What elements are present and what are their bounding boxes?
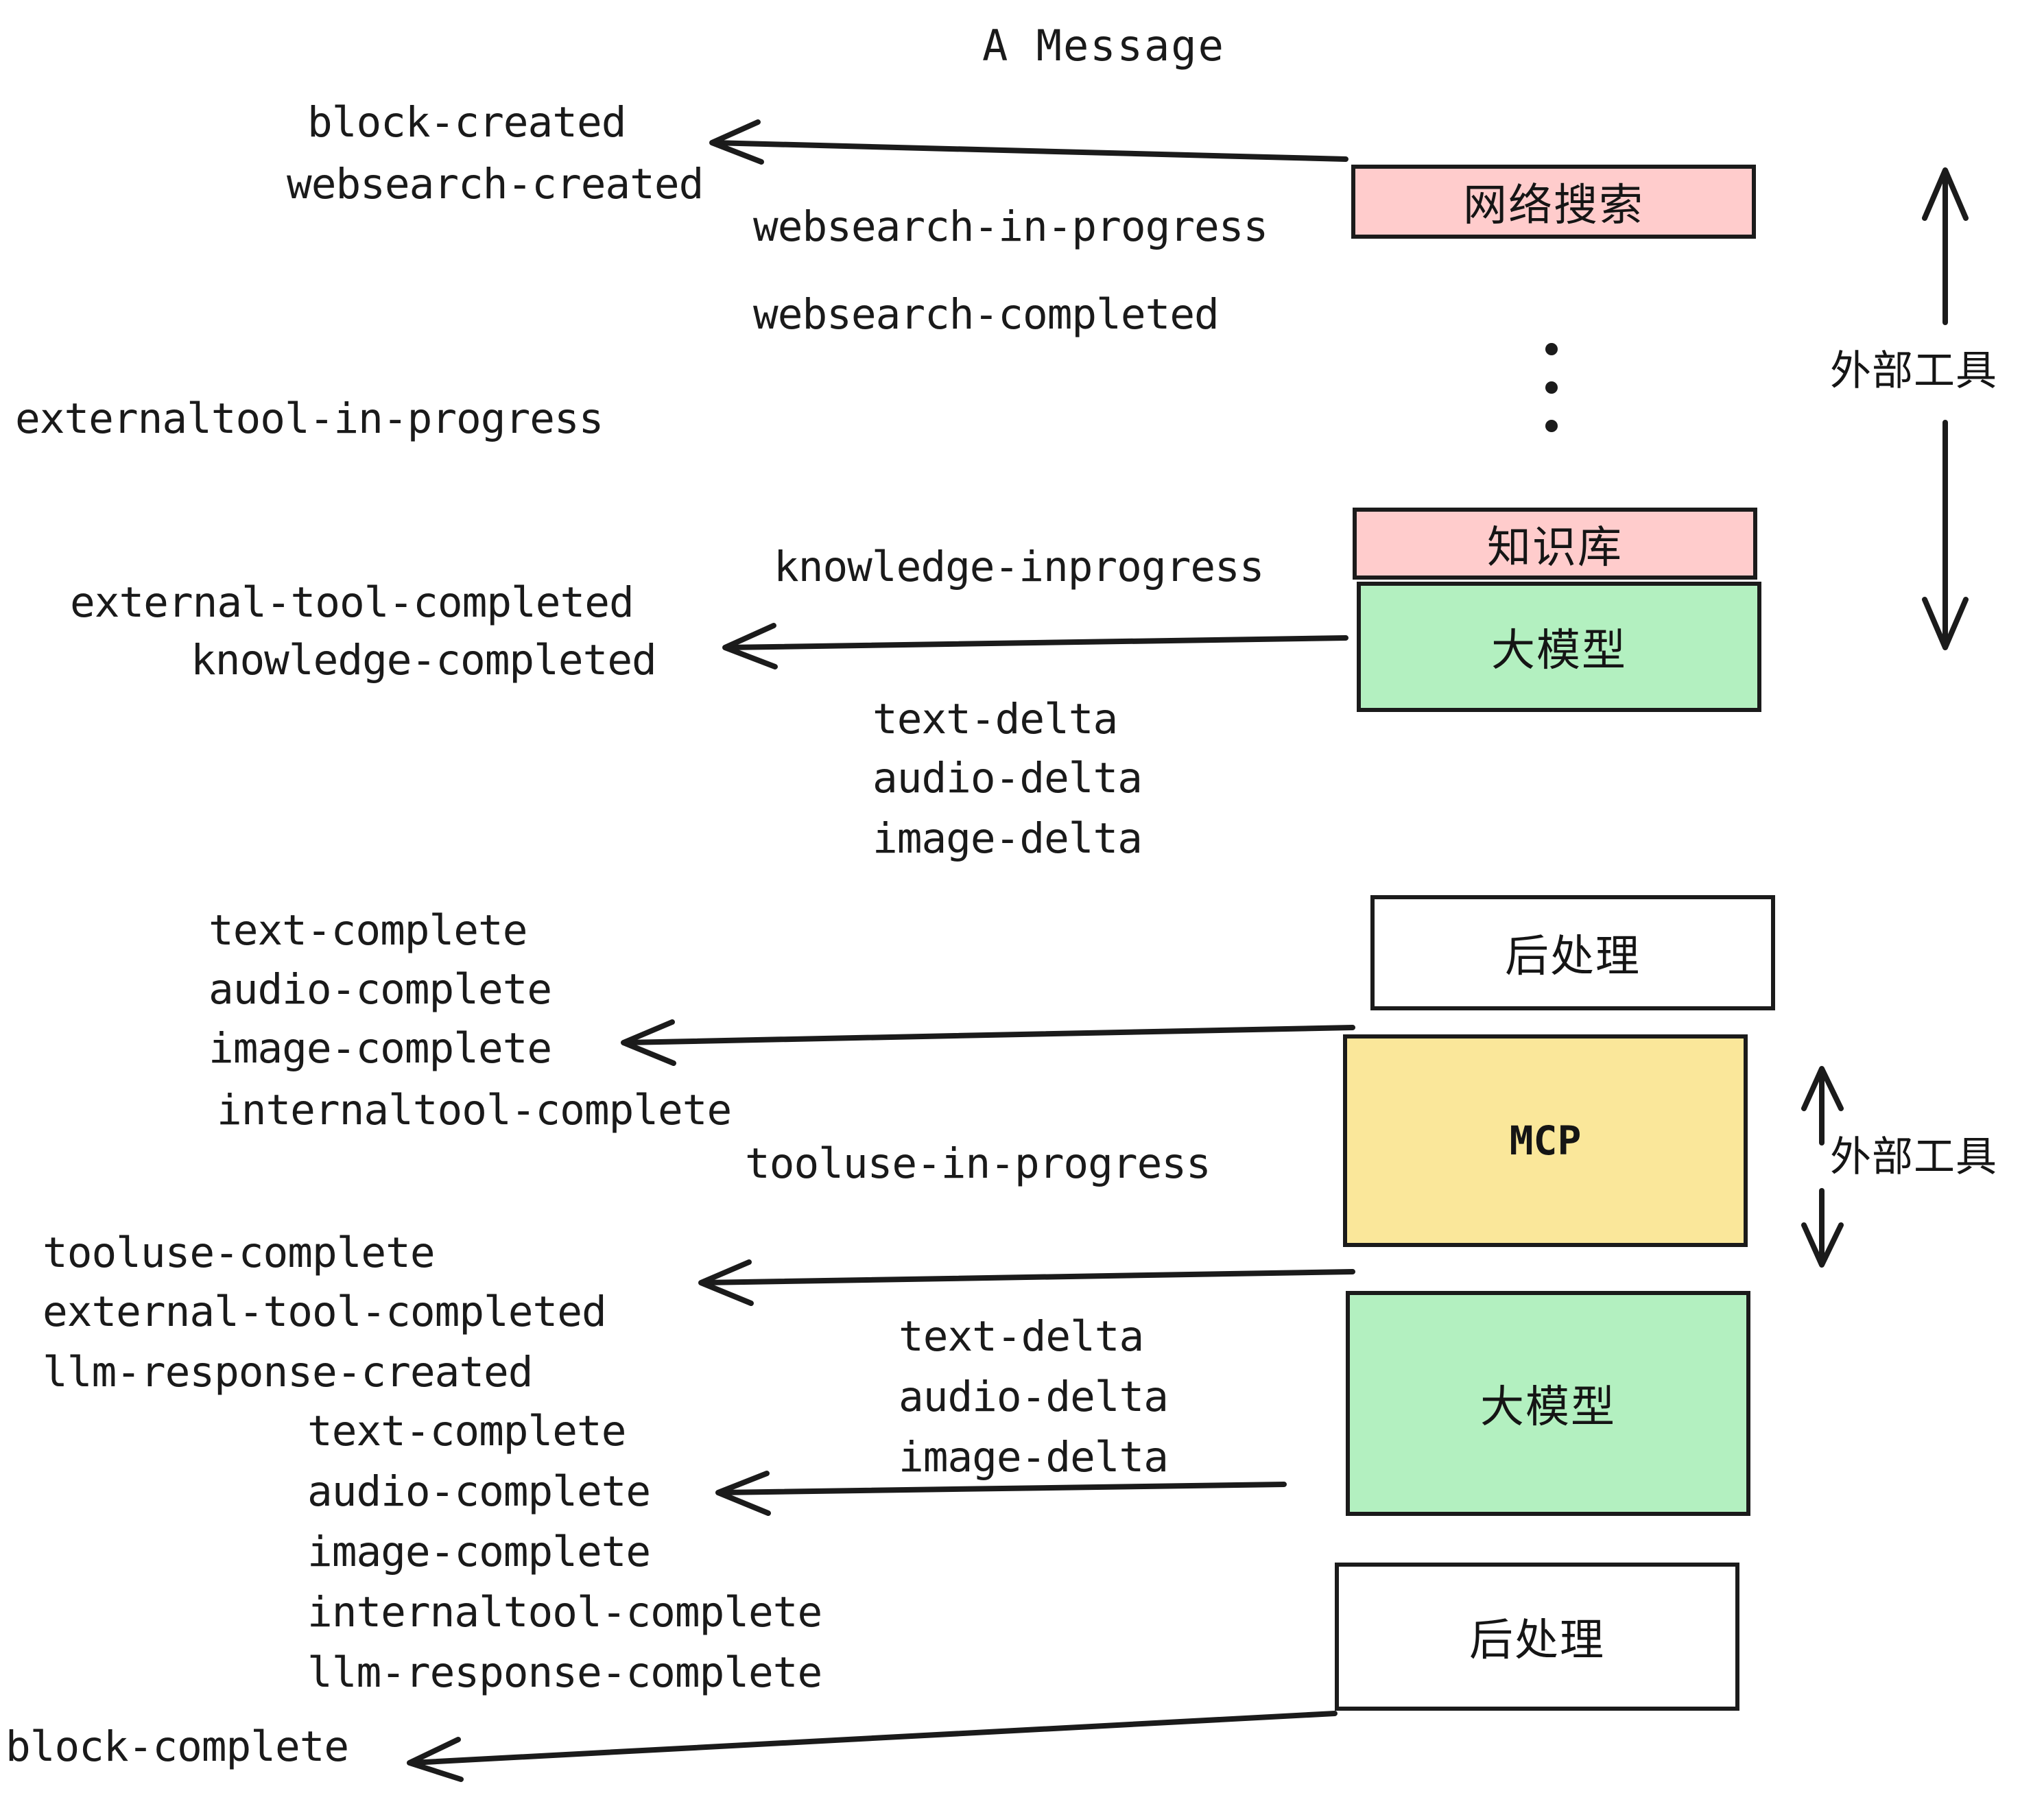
box-label: 大模型 — [1491, 626, 1627, 676]
box-label: 知识库 — [1487, 522, 1623, 573]
box-websearch[interactable]: 网络搜索 — [1351, 165, 1756, 239]
event-label-audio-complete-2: audio-complete — [307, 1467, 651, 1516]
event-label-image-complete-1: image-complete — [209, 1024, 552, 1073]
arrow-postprocess2-to-block-complete — [407, 1711, 1338, 1782]
event-label-text-complete-2: text-complete — [307, 1407, 626, 1456]
event-label-text-complete-1: text-complete — [209, 906, 527, 955]
event-label-internaltool-complete-1: internaltool-complete — [217, 1086, 732, 1135]
event-label-audio-complete-1: audio-complete — [209, 965, 552, 1014]
event-label-llm-response-complete: llm-response-complete — [307, 1648, 822, 1697]
event-label-websearch-completed: websearch-completed — [753, 290, 1220, 339]
event-label-tooluse-in-progress: tooluse-in-progress — [745, 1139, 1211, 1188]
ellipsis-dot — [1545, 420, 1558, 432]
event-label-image-delta-1: image-delta — [872, 814, 1143, 863]
ellipsis-dot — [1545, 343, 1558, 355]
event-label-text-delta-1: text-delta — [872, 695, 1118, 744]
vertical-ellipsis — [1545, 343, 1558, 432]
event-label-image-delta-2: image-delta — [899, 1433, 1169, 1482]
event-label-text-delta-2: text-delta — [899, 1312, 1144, 1361]
arrow-knowledge-to-completed — [722, 623, 1348, 669]
event-label-external-tool-completed-1: external-tool-completed — [70, 578, 634, 627]
event-label-externaltool-in-progress: externaltool-in-progress — [15, 394, 604, 443]
box-label: 网络搜索 — [1463, 180, 1644, 231]
event-label-knowledge-inprogress: knowledge-inprogress — [774, 543, 1265, 591]
arrow-postprocess1-to-image-complete — [621, 1019, 1355, 1066]
box-label: 后处理 — [1469, 1615, 1605, 1666]
box-mcp[interactable]: MCP — [1343, 1034, 1748, 1247]
event-label-knowledge-completed: knowledge-completed — [191, 636, 657, 685]
box-llm-1[interactable]: 大模型 — [1357, 582, 1761, 712]
box-postprocess-2[interactable]: 后处理 — [1335, 1563, 1739, 1711]
event-label-image-complete-2: image-complete — [307, 1528, 651, 1576]
ellipsis-dot — [1545, 381, 1558, 394]
side-label-external-tools-top: 外部工具 — [1830, 347, 1997, 395]
event-label-block-complete: block-complete — [5, 1722, 349, 1771]
side-label-external-tools-bottom: 外部工具 — [1830, 1133, 1997, 1181]
event-label-audio-delta-2: audio-delta — [899, 1373, 1169, 1421]
event-label-websearch-created: websearch-created — [287, 160, 704, 209]
box-label: 大模型 — [1480, 1382, 1616, 1433]
box-llm-2[interactable]: 大模型 — [1346, 1291, 1750, 1516]
event-label-external-tool-completed-2: external-tool-completed — [43, 1287, 607, 1336]
event-label-audio-delta-1: audio-delta — [872, 754, 1143, 803]
box-label: 后处理 — [1505, 931, 1641, 982]
box-label: MCP — [1509, 1117, 1582, 1164]
event-label-internaltool-complete-2: internaltool-complete — [307, 1588, 822, 1637]
arrow-websearch-to-created — [709, 119, 1348, 165]
event-label-websearch-in-progress: websearch-in-progress — [753, 202, 1268, 251]
arrow-mcp-to-tooluse-complete — [698, 1259, 1355, 1306]
box-postprocess-1[interactable]: 后处理 — [1370, 895, 1775, 1010]
external-tools-arrow-top — [1922, 167, 1969, 650]
box-knowledge[interactable]: 知识库 — [1353, 508, 1757, 580]
event-label-block-created: block-created — [307, 98, 626, 147]
event-label-tooluse-complete: tooluse-complete — [43, 1229, 436, 1277]
event-label-llm-response-created: llm-response-created — [43, 1348, 534, 1397]
page-title: A Message — [982, 21, 1225, 71]
